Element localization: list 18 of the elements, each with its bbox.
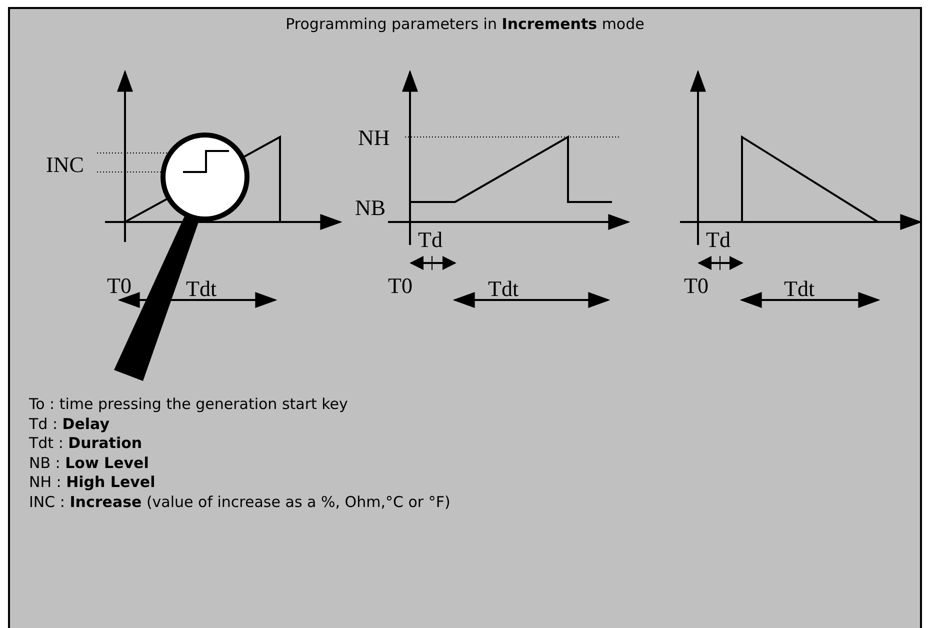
axis-label: T0	[684, 274, 708, 298]
axis-label: INC	[46, 153, 84, 177]
axis-label: T0	[388, 274, 412, 298]
axis-label: Tdt	[186, 277, 217, 301]
axis-label: T0	[107, 274, 132, 298]
axis-label: Tdt	[784, 277, 815, 301]
axis-label: Td	[706, 228, 730, 252]
definition-text: NH : High Level	[29, 473, 156, 491]
definition-text: NB : Low Level	[29, 454, 149, 472]
definition-text: Tdt : Duration	[29, 434, 142, 452]
definition-text: To : time pressing the generation start key	[29, 395, 348, 413]
axis-label: Td	[418, 228, 442, 252]
axis-label: NB	[355, 196, 386, 220]
axis-label: Tdt	[488, 277, 519, 301]
diagram-title: Programming parameters in Increments mode	[284, 15, 646, 33]
definition-text: INC : Increase (value of increase as a %, Ohm,°C or °F)	[29, 492, 450, 510]
definition-text: Td : Delay	[29, 414, 110, 432]
axis-label: NH	[358, 126, 390, 150]
